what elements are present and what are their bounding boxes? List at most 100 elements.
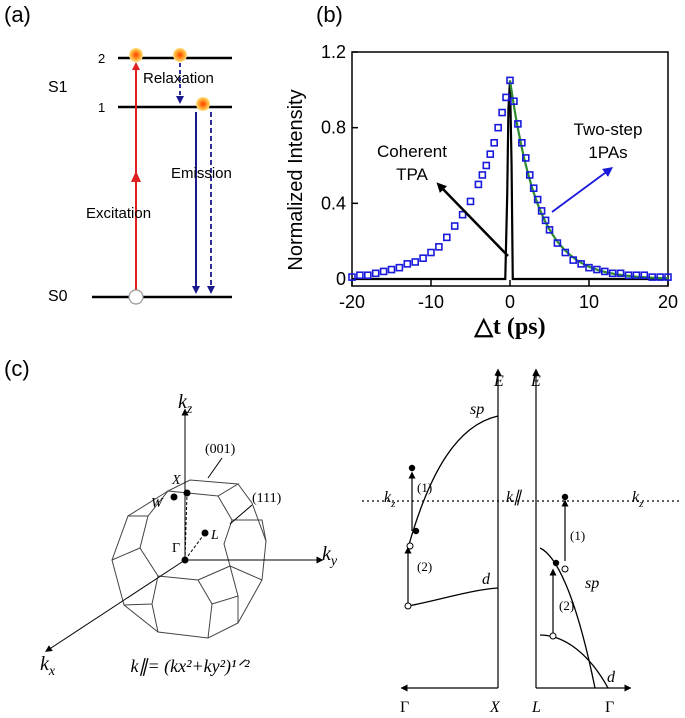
kx-axis bbox=[45, 559, 186, 652]
b-xtick-label: -10 bbox=[418, 292, 444, 312]
brillouin-zone bbox=[111, 479, 267, 639]
data-point bbox=[486, 150, 495, 158]
right-low-open bbox=[549, 632, 557, 640]
data-point bbox=[490, 139, 499, 147]
band-diagram-right: E sp d kz (1) (2) L Γ bbox=[530, 368, 644, 716]
data-point bbox=[387, 265, 396, 274]
left-e: E bbox=[493, 373, 504, 390]
panel-c-label: (c) bbox=[4, 356, 30, 381]
data-point bbox=[478, 171, 487, 179]
right-l: L bbox=[531, 699, 541, 716]
data-point bbox=[553, 239, 562, 247]
left-low-open bbox=[404, 602, 412, 610]
left-d-band bbox=[407, 587, 499, 607]
right-m2: (2) bbox=[559, 598, 574, 613]
data-point bbox=[435, 243, 443, 251]
b-ytick-label: 0 bbox=[336, 269, 346, 289]
data-point bbox=[371, 269, 380, 278]
b-ytick-label: 1.2 bbox=[321, 42, 346, 62]
right-upper-dot bbox=[561, 493, 569, 501]
data-point bbox=[411, 258, 420, 266]
left-sp-band bbox=[407, 415, 499, 549]
data-point bbox=[608, 269, 617, 278]
data-point bbox=[363, 271, 372, 280]
b-ytick-label: 0.4 bbox=[321, 193, 346, 213]
data-point bbox=[514, 120, 522, 128]
coherent-label-1: Coherent bbox=[377, 142, 447, 161]
left-mid-open bbox=[406, 542, 414, 550]
data-point bbox=[458, 210, 467, 219]
bz-kx: kx bbox=[40, 653, 56, 679]
panel-c: (c) kz ky kx bbox=[4, 356, 680, 716]
data-point bbox=[664, 273, 672, 281]
right-d: d bbox=[607, 669, 616, 686]
b-xtick-label: -20 bbox=[339, 292, 365, 312]
bz-l: L bbox=[210, 528, 219, 543]
gamma-to-x bbox=[184, 492, 188, 561]
left-mid-dot bbox=[412, 527, 420, 535]
point-w-dot bbox=[170, 493, 178, 501]
data-point bbox=[482, 161, 491, 170]
b-xlabel: △t (ps) bbox=[473, 314, 545, 340]
data-point bbox=[427, 248, 435, 257]
s0-label: S0 bbox=[48, 288, 68, 305]
b-xtick-label: 20 bbox=[658, 292, 678, 312]
panel-b-label: (b) bbox=[316, 2, 343, 27]
data-point bbox=[648, 273, 657, 281]
coherent-arrow bbox=[436, 182, 509, 257]
left-m1: (1) bbox=[417, 480, 432, 495]
data-point bbox=[577, 260, 585, 268]
twostep-arrow bbox=[551, 167, 614, 213]
b-xtick-label: 0 bbox=[505, 292, 515, 312]
data-point bbox=[379, 267, 388, 276]
data-point bbox=[561, 248, 570, 257]
twostep-label-1: Two-step bbox=[574, 120, 643, 139]
excitation-label: Excitation bbox=[86, 205, 151, 222]
right-sp-band bbox=[539, 547, 596, 689]
bz-x: X bbox=[171, 473, 181, 488]
p001-leader bbox=[207, 457, 223, 479]
b-ylabel: Normalized Intensity bbox=[285, 89, 307, 270]
emission-label: Emission bbox=[171, 165, 232, 182]
right-sp: sp bbox=[585, 575, 599, 592]
data-point bbox=[356, 271, 364, 280]
bz-formula: k∥= (kx²+ky²)¹ᐟ² bbox=[131, 656, 251, 677]
excitation-arrowhead-mid bbox=[131, 171, 141, 182]
b-data-points bbox=[348, 76, 672, 281]
fit-curve bbox=[508, 80, 668, 280]
data-point bbox=[395, 263, 404, 272]
electron-level1 bbox=[196, 97, 210, 111]
right-mid-dot bbox=[552, 559, 560, 567]
b-fit-curve bbox=[508, 80, 668, 280]
left-d: d bbox=[482, 571, 491, 588]
data-point bbox=[498, 108, 506, 117]
bz-001: (001) bbox=[205, 442, 236, 457]
p111-leader bbox=[229, 504, 253, 525]
bz-kz: kz bbox=[178, 391, 193, 417]
data-point bbox=[656, 273, 664, 281]
data-point bbox=[466, 197, 475, 206]
data-point bbox=[585, 263, 593, 272]
data-point bbox=[510, 97, 518, 105]
data-point bbox=[525, 171, 534, 179]
data-point bbox=[632, 271, 641, 280]
gamma-to-l bbox=[184, 532, 206, 561]
point-l-dot bbox=[201, 529, 209, 537]
data-point bbox=[529, 184, 538, 192]
bz-gamma: Γ bbox=[172, 541, 180, 556]
ground-state-circle bbox=[128, 289, 144, 305]
data-point bbox=[533, 195, 542, 204]
data-point bbox=[521, 154, 530, 162]
right-gamma: Γ bbox=[605, 699, 614, 716]
data-point bbox=[545, 226, 554, 234]
right-d-band bbox=[539, 634, 609, 689]
level-2-label: 2 bbox=[98, 51, 105, 66]
data-point bbox=[450, 222, 459, 230]
level-1-label: 1 bbox=[98, 100, 105, 115]
electron-level2-b bbox=[173, 48, 187, 62]
bz-ky: ky bbox=[322, 543, 338, 569]
left-x: X bbox=[489, 699, 501, 716]
panel-a: (a) 2 1 S1 S0 Relaxation Emission Excita… bbox=[4, 2, 232, 305]
left-upper-dot bbox=[408, 464, 416, 472]
